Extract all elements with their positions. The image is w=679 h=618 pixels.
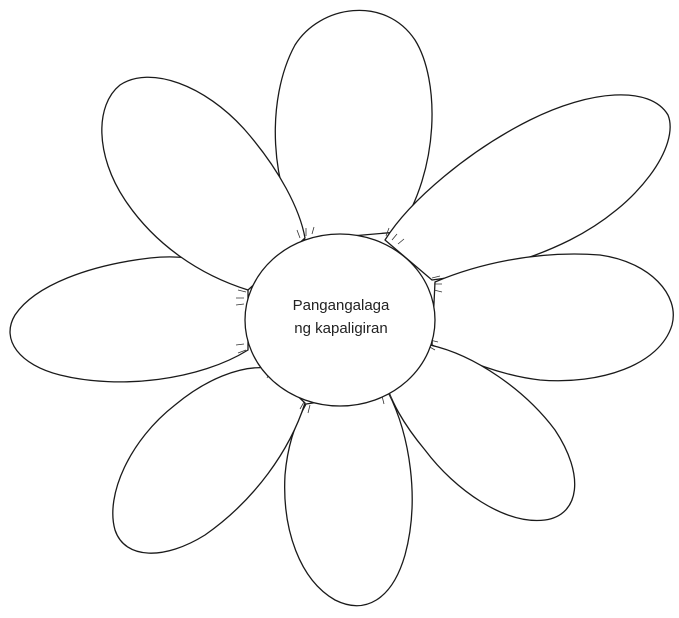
- petal-bottom-left: [113, 368, 305, 554]
- petal-top: [275, 10, 432, 240]
- center-label-line1: Pangangalaga: [293, 297, 390, 314]
- center-label-line2: ng kapaligiran: [294, 320, 387, 337]
- petal-bottom: [285, 392, 412, 606]
